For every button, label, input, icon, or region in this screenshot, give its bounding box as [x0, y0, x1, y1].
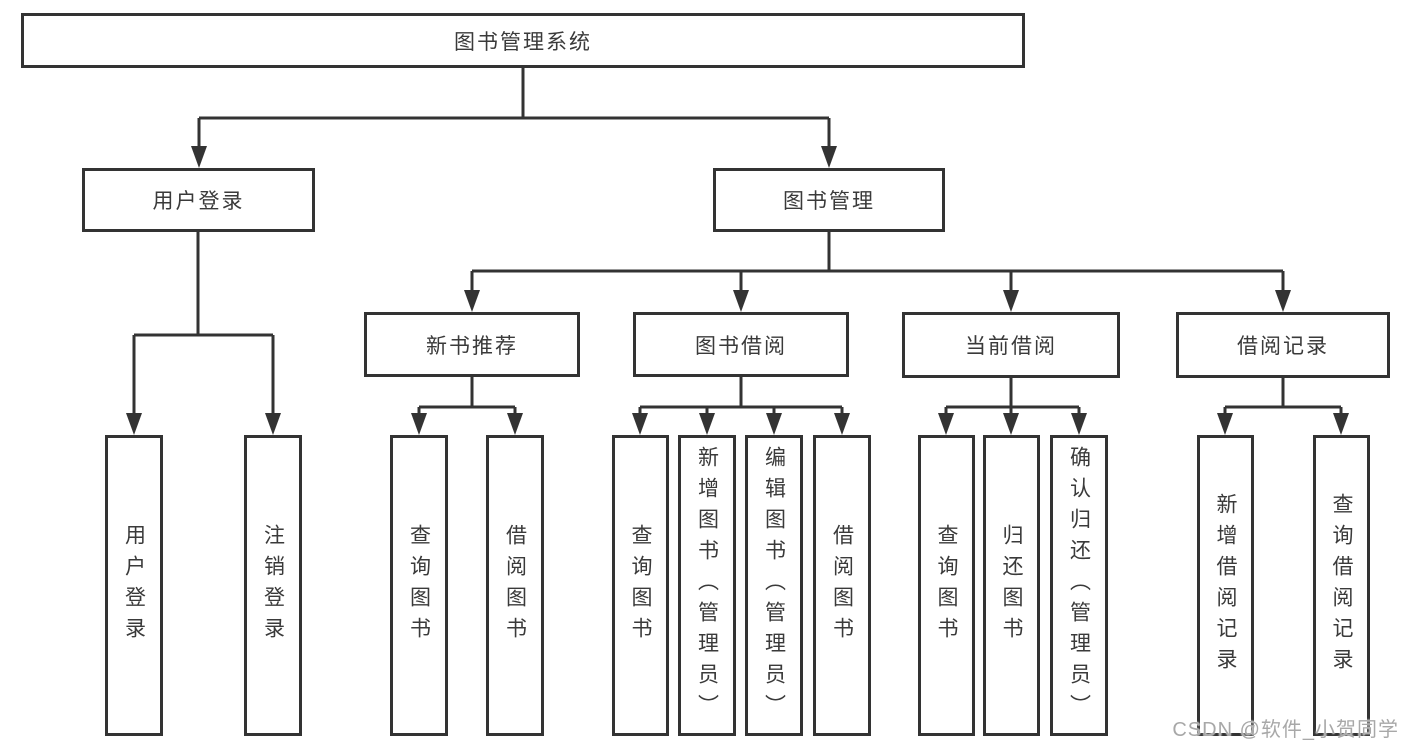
leaf-add-borrow-record: 新增借阅记录 [1197, 435, 1254, 736]
node-book-management: 图书管理 [713, 168, 945, 232]
node-label: 确认归还（管理员） [1067, 446, 1091, 725]
leaf-confirm-return-admin: 确认归还（管理员） [1050, 435, 1108, 736]
node-label: 查询图书 [629, 523, 652, 648]
leaf-user-login: 用户登录 [105, 435, 163, 736]
node-label: 图书借阅 [695, 334, 787, 358]
csdn-watermark: CSDN @软件_小贺同学 [1172, 719, 1399, 741]
node-label: 用户登录 [122, 523, 146, 648]
leaf-borrow-books-2: 借阅图书 [813, 435, 871, 736]
node-label: 编辑图书（管理员） [762, 446, 786, 725]
node-label: 新增图书（管理员） [695, 446, 719, 725]
leaf-borrow-books-1: 借阅图书 [486, 435, 544, 736]
node-label: 查询图书 [407, 523, 431, 648]
node-new-book-recommend: 新书推荐 [364, 312, 580, 377]
leaf-query-books-1: 查询图书 [390, 435, 448, 736]
leaf-query-books-2: 查询图书 [612, 435, 669, 736]
node-label: 当前借阅 [965, 335, 1057, 358]
leaf-query-books-3: 查询图书 [918, 435, 975, 736]
leaf-add-books-admin: 新增图书（管理员） [678, 435, 736, 736]
node-label: 借阅记录 [1237, 335, 1329, 358]
node-label: 用户登录 [152, 190, 245, 213]
node-label: 图书管理 [783, 190, 875, 213]
node-label: 注销登录 [261, 523, 285, 648]
leaf-edit-books-admin: 编辑图书（管理员） [745, 435, 803, 736]
leaf-query-borrow-record: 查询借阅记录 [1313, 435, 1370, 736]
node-label: 查询借阅记录 [1330, 492, 1353, 679]
node-current-borrowing: 当前借阅 [902, 312, 1120, 378]
leaf-logout: 注销登录 [244, 435, 302, 736]
node-user-login: 用户登录 [82, 168, 315, 232]
node-label: 借阅图书 [830, 523, 854, 648]
node-label: 归还图书 [1000, 523, 1023, 648]
leaf-return-books: 归还图书 [983, 435, 1040, 736]
node-label: 图书管理系统 [454, 30, 592, 54]
node-library-management-system: 图书管理系统 [21, 13, 1025, 68]
node-label: 借阅图书 [503, 523, 527, 648]
node-book-borrowing: 图书借阅 [633, 312, 849, 377]
node-label: 新增借阅记录 [1214, 492, 1237, 679]
node-label: 查询图书 [935, 523, 958, 648]
node-label: 新书推荐 [426, 334, 518, 358]
node-borrowing-records: 借阅记录 [1176, 312, 1390, 378]
